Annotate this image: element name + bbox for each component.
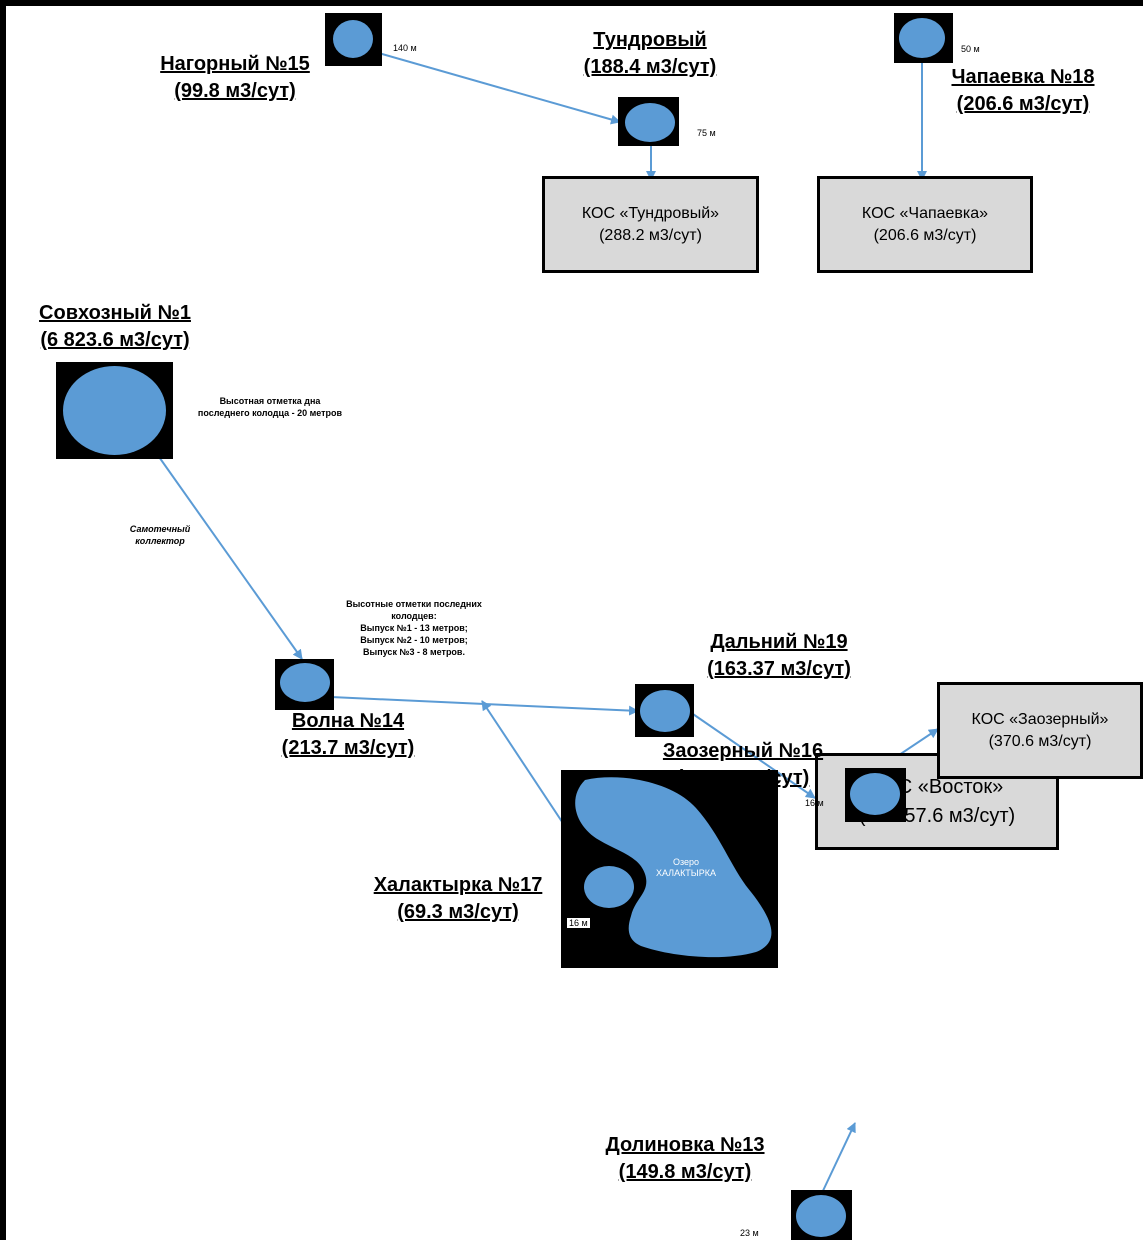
station-flow-dolinovka: (149.8 м3/сут) <box>618 1161 752 1183</box>
station-name-dolinovka: Долиновка №13 <box>605 1134 765 1156</box>
note-volna-line3: Выпуск №1 - 13 метров; <box>360 623 468 633</box>
station-flow-tundrovy: (188.4 м3/сут) <box>583 56 717 78</box>
station-name-dalny: Дальний №19 <box>710 631 848 653</box>
lake-label-line1: Озеро <box>672 857 700 867</box>
station-label-dalny: Дальний №19 (163.37 м3/сут) <box>674 629 884 683</box>
link-sovkhozny-volna <box>151 446 303 660</box>
note-sovkhozny-line1: Высотная отметка дна <box>219 396 321 406</box>
station-name-tundrovy: Тундровый <box>593 29 707 51</box>
note-collector-line2: коллектор <box>135 536 185 546</box>
station-node-tundrovy <box>625 103 675 142</box>
station-label-chapaevka: Чапаевка №18 (206.6 м3/сут) <box>918 64 1128 118</box>
station-name-sovkhozny: Совхозный №1 <box>39 302 191 324</box>
lake-label-line2: ХАЛАКТЫРКА <box>655 868 717 878</box>
distance-label-tundrovy: 75 м <box>697 128 716 138</box>
distance-label-chapaevka: 50 м <box>961 44 980 54</box>
station-flow-dalny: (163.37 м3/сут) <box>707 658 851 680</box>
note-sovkhozny-line2: последнего колодца - 20 метров <box>197 408 343 418</box>
link-nagorny-tundrovy <box>374 51 621 125</box>
station-node-sovkhozny <box>63 366 166 455</box>
treatment-name-zaozerny: КОС «Заозерный» <box>971 710 1109 728</box>
treatment-flow-chapaevka: (206.6 м3/сут) <box>873 226 977 244</box>
station-node-dolinovka <box>796 1195 846 1237</box>
lake-label: Озеро ХАЛАКТЫРКА <box>641 857 731 879</box>
distance-label-nagorny: 140 м <box>393 43 417 53</box>
distance-label-dolinovka: 23 м <box>740 1228 759 1238</box>
note-volna-line2: колодцев: <box>391 611 437 621</box>
station-flow-volna: (213.7 м3/сут) <box>281 737 415 759</box>
station-name-chapaevka: Чапаевка №18 <box>951 66 1095 88</box>
station-flow-sovkhozny: (6 823.6 м3/сут) <box>40 329 190 351</box>
station-label-nagorny: Нагорный №15 (99.8 м3/сут) <box>130 51 340 105</box>
station-node-khalaktyrka <box>584 866 634 908</box>
station-name-khalaktyrka: Халактырка №17 <box>373 874 543 896</box>
distance-label-zaozerny: 16 м <box>805 798 824 808</box>
station-flow-khalaktyrka: (69.3 м3/сут) <box>397 901 519 923</box>
station-node-dalny <box>640 690 690 732</box>
station-flow-zaozerny: (220.8 м3/сут) <box>676 767 810 789</box>
station-node-chapaevka <box>899 18 945 58</box>
treatment-name-tundrovy: КОС «Тундровый» <box>581 204 720 222</box>
station-label-sovkhozny: Совхозный №1 (6 823.6 м3/сут) <box>10 300 220 354</box>
station-label-tundrovy: Тундровый (188.4 м3/сут) <box>545 27 755 81</box>
treatment-flow-tundrovy: (288.2 м3/сут) <box>599 226 702 244</box>
link-dalny-vostok <box>689 711 816 799</box>
treatment-plant-zaozerny: КОС «Заозерный» (370.6 м3/сут) <box>937 682 1143 779</box>
station-flow-chapaevka: (206.6 м3/сут) <box>956 93 1090 115</box>
treatment-plant-chapaevka: КОС «Чапаевка» (206.6 м3/сут) <box>817 176 1033 273</box>
station-name-nagorny: Нагорный №15 <box>160 53 310 75</box>
note-volna-line1: Высотные отметки последних <box>346 599 482 609</box>
note-volna-line4: Выпуск №2 - 10 метров; <box>360 635 468 645</box>
station-name-volna: Волна №14 <box>291 710 405 732</box>
station-node-volna <box>280 663 330 702</box>
note-volna-line5: Выпуск №3 - 8 метров. <box>363 647 465 657</box>
station-label-volna: Волна №14 (213.7 м3/сут) <box>243 708 453 762</box>
link-dolinovka-zaozerny <box>820 1122 856 1196</box>
station-label-khalaktyrka: Халактырка №17 (69.3 м3/сут) <box>343 872 573 926</box>
note-volna-elevation: Высотные отметки последних колодцев: Вып… <box>314 598 514 658</box>
note-gravity-collector: Самотечный коллектор <box>110 523 210 547</box>
station-node-zaozerny <box>850 773 900 815</box>
note-sovkhozny-elevation: Высотная отметка дна последнего колодца … <box>170 395 370 419</box>
station-label-dolinovka: Долиновка №13 (149.8 м3/сут) <box>580 1132 790 1186</box>
treatment-plant-tundrovy: КОС «Тундровый» (288.2 м3/сут) <box>542 176 759 273</box>
station-node-nagorny <box>333 20 373 58</box>
distance-label-khalaktyrka: 16 м <box>567 918 590 928</box>
station-name-zaozerny: Заозерный №16 <box>662 740 824 762</box>
treatment-flow-zaozerny: (370.6 м3/сут) <box>988 732 1092 750</box>
treatment-name-chapaevka: КОС «Чапаевка» <box>861 204 989 222</box>
station-flow-nagorny: (99.8 м3/сут) <box>174 80 296 102</box>
lake-shape <box>575 777 772 958</box>
note-collector-line1: Самотечный <box>129 524 191 534</box>
station-label-zaozerny: Заозерный №16 (220.8 м3/сут) <box>638 738 848 792</box>
